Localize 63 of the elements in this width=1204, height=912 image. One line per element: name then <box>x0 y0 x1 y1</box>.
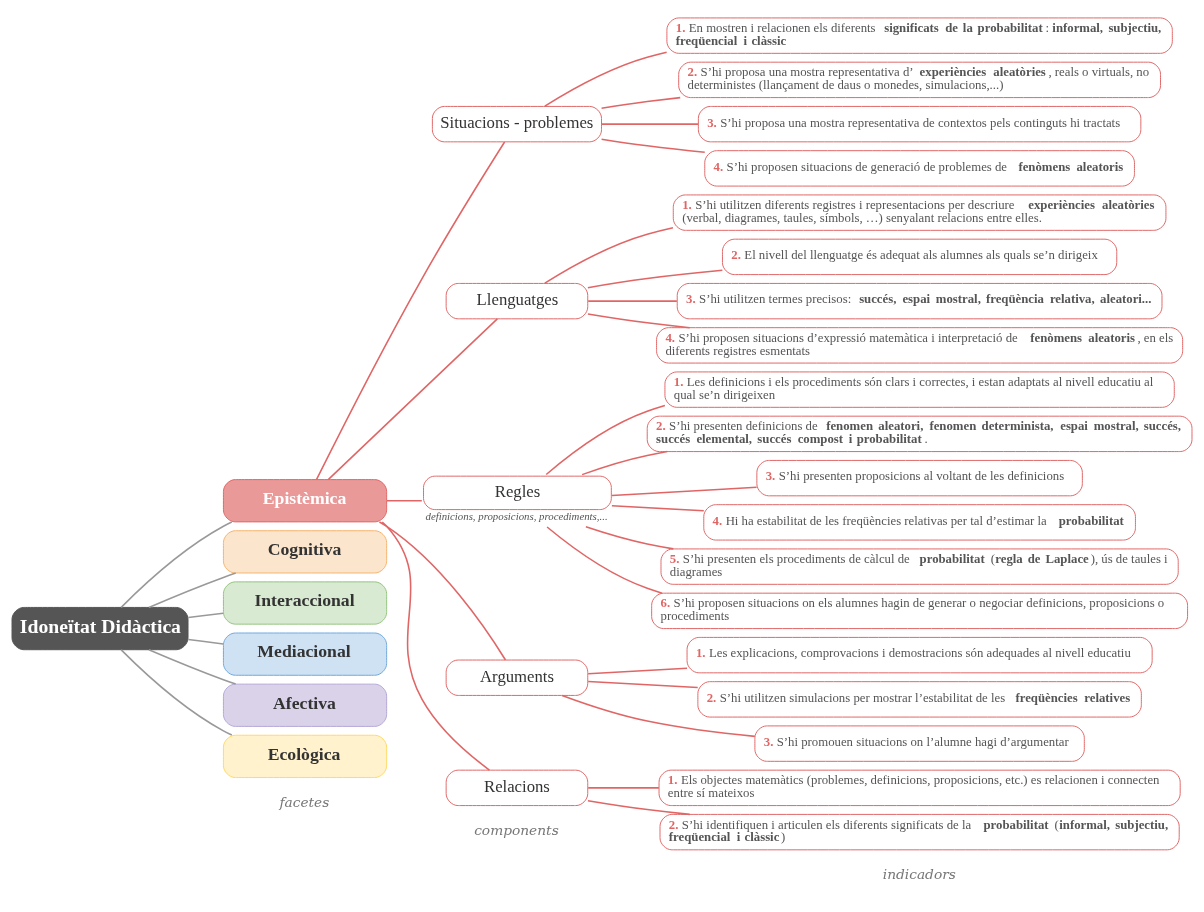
node-box: 1. S’hi utilitzen diferents registres i representacions per descriure experiències aleatòries (verbal, diagrames, taules, símbols, …) senyalant relacions entre elles. <box>672 194 1167 231</box>
label: facetes <box>279 794 330 811</box>
node-box: 1. En mostren i relacionen els diferents significats de la probabilitat: informal, subjectiu, freqüencial i clàssic <box>666 17 1173 54</box>
connector <box>544 51 668 107</box>
node-box: 2. S’hi utilitzen simulacions per mostrar l’estabilitat de les freqüències relatives <box>697 681 1142 718</box>
connector <box>561 694 756 738</box>
connector <box>587 680 699 689</box>
connector <box>611 505 705 512</box>
node-box: 3. S’hi presenten proposicions al voltant de les definicions <box>756 459 1083 497</box>
connector <box>587 799 691 816</box>
node-box: Cognitiva <box>222 530 388 574</box>
connector <box>327 318 499 481</box>
connector <box>148 572 237 609</box>
connector <box>120 521 233 609</box>
connector <box>581 450 669 476</box>
connector <box>587 269 724 289</box>
node-box: Mediacional <box>222 632 388 676</box>
connector <box>587 787 660 789</box>
connector <box>587 667 688 675</box>
connector <box>600 96 681 110</box>
connector <box>585 526 675 550</box>
node-box: Ecològica <box>222 734 388 779</box>
node-box: 4. S’hi proposen situacions de generació de problemes de fenòmens aleatoris <box>704 150 1135 187</box>
node-box: 1. Les explicacions, comprovacions i demostracions són adequades al nivell educatiu <box>686 636 1153 674</box>
node-box: Llenguatges <box>445 282 589 320</box>
connector <box>386 499 423 502</box>
node-box: 2. S’hi presenten definicions de fenomen aleatori, fenomen determinista, espai mostral, succés, succés elemental, succés compost i probabilitat. <box>646 415 1193 453</box>
connector <box>120 649 233 736</box>
node-box: Arguments <box>445 659 589 696</box>
node-box: 5. S’hi presenten els procediments de càlcul de probabilitat (regla de Laplace), ús de taules i diagrames <box>660 548 1179 585</box>
connector <box>587 300 678 302</box>
node-box: Afectiva <box>222 683 388 727</box>
connector <box>545 404 666 476</box>
node-box: 1. Les definicions i els procediments són clars i correctes, i estan adaptats al nivell educatiu al qual se’n dirigeixen <box>664 371 1175 408</box>
node-box: Situacions - problemes <box>431 105 602 143</box>
connector <box>381 521 491 771</box>
connector <box>611 486 758 497</box>
connector <box>315 141 506 481</box>
node-box: Interaccional <box>222 581 388 625</box>
connector <box>544 226 674 284</box>
node-box: 3. S’hi utilitzen termes precisos: succés, espai mostral, freqüència relativa, aleatori... <box>676 282 1163 320</box>
node-box: 4. S’hi proposen situacions d’expressió matemàtica i interpretació de fenòmens aleatoris, en els diferents registres esmentats <box>656 327 1184 364</box>
node-box: 1. Els objectes matemàtics (problemes, definicions, proposicions, etc.) es relacionen i connecten entre sí mateixos <box>658 769 1181 807</box>
node-box: 3. S’hi proposa una mostra representativa de contextos pels continguts hi tractats <box>697 105 1142 143</box>
node-box: 4. Hi ha estabilitat de les freqüències relativas per tal d’estimar la probabilitat <box>703 504 1136 541</box>
node-box: Epistèmica <box>222 479 388 523</box>
label: components <box>474 821 559 838</box>
connector <box>546 526 663 594</box>
label: indicadors <box>882 866 956 883</box>
node-box: 6. S’hi proposen situacions on els alumnes hagin de generar o negociar definicions, proposicions o procediments <box>651 592 1189 630</box>
connector <box>187 612 225 619</box>
node-box: Regles <box>423 475 612 511</box>
connector <box>601 123 699 125</box>
node-box: 2. El nivell del llenguatge és adequat als alumnes als quals se’n dirigeix <box>721 238 1118 276</box>
connector <box>587 313 691 329</box>
connector <box>187 638 225 645</box>
node-box: Relacions <box>445 769 589 807</box>
connector <box>378 521 507 661</box>
node-box: Idoneïtat Didàctica <box>11 606 189 651</box>
node-label: definicions, proposicions, procediments,... <box>425 510 608 523</box>
node-box: 3. S’hi promouen situacions on l’alumne hagi d’argumentar <box>754 725 1085 762</box>
node-box: 2. S’hi proposa una mostra representativa d’experiències aleatòries, reals o virtuals, no deterministes (llançament de daus o monedes, simulacions,...) <box>678 61 1161 99</box>
node-box: 2. S’hi identifiquen i articulen els diferents significats de la probabilitat (informal, subjectiu, freqüencial i clàssic) <box>659 813 1180 851</box>
